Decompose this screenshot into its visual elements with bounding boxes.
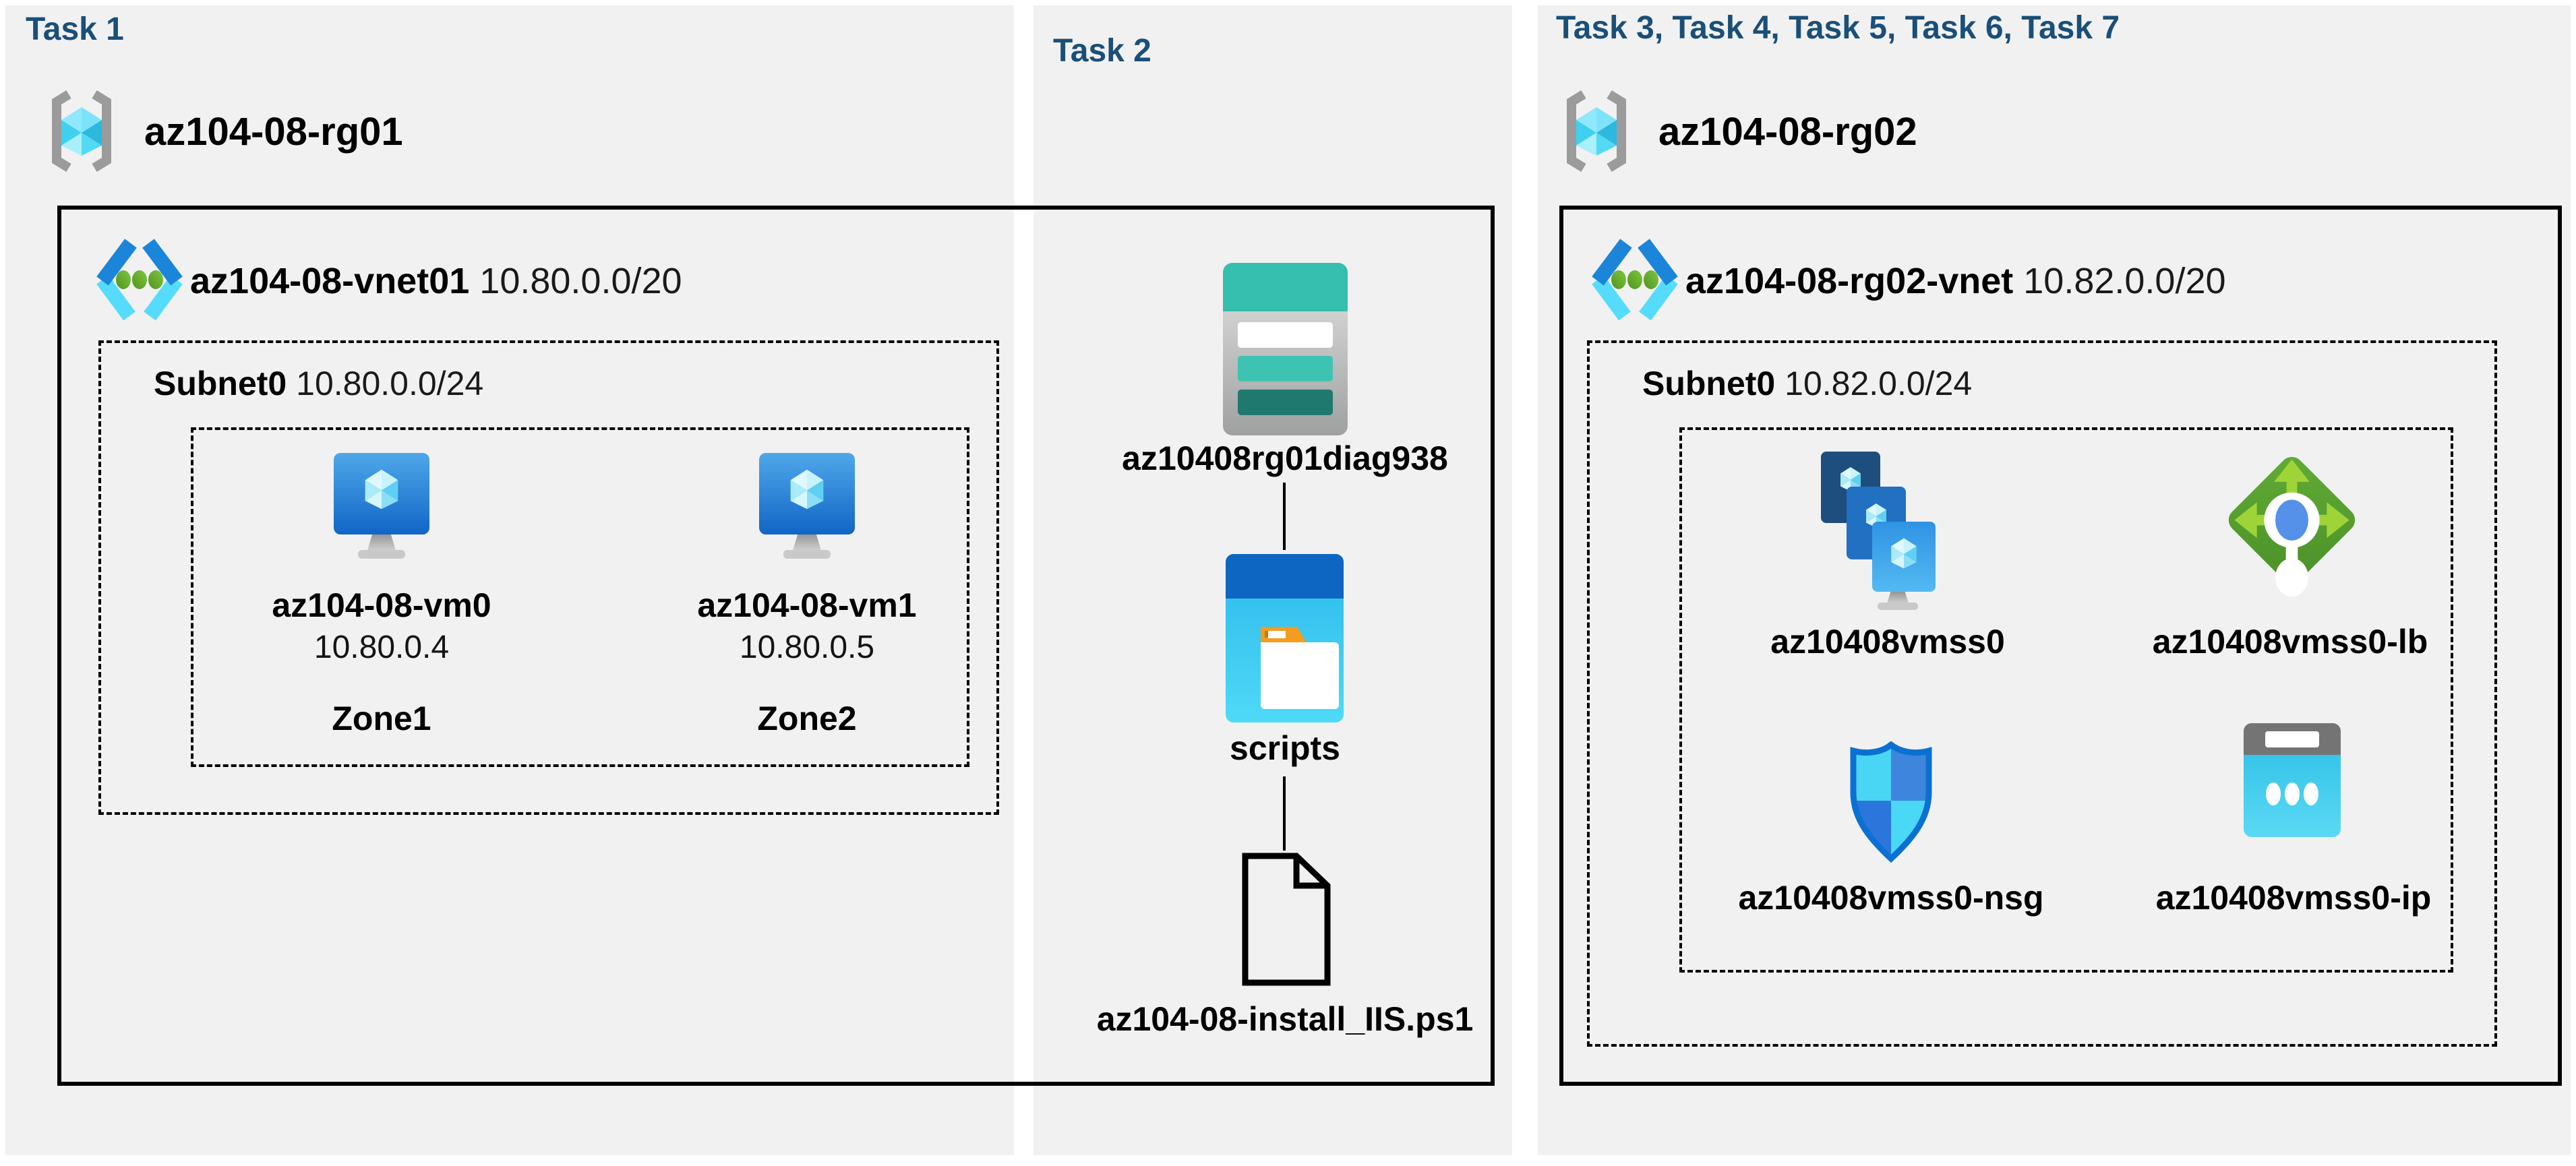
subnet-label: Subnet0 10.82.0.0/24 <box>1642 364 1972 403</box>
vm-zone: Zone2 <box>757 700 857 737</box>
task1-title: Task 1 <box>26 11 124 47</box>
storage-account-name: az10408rg01diag938 <box>1122 439 1448 477</box>
resource-group-name: az104-08-rg01 <box>144 110 403 154</box>
resource-group-icon <box>1559 89 1634 173</box>
rg01-boundary-box <box>57 206 1495 1086</box>
connector-line <box>1283 483 1286 550</box>
vnet-label: az104-08-vnet01 10.80.0.0/20 <box>190 260 682 302</box>
vm-name: az104-08-vm1 <box>697 586 917 624</box>
load-balancer-name: az10408vmss0-lb <box>2152 623 2428 661</box>
folder-name: scripts <box>1230 729 1340 767</box>
vm-ip: 10.80.0.4 <box>313 630 450 665</box>
task3-7-title: Task 3, Task 4, Task 5, Task 6, Task 7 <box>1556 10 2120 46</box>
storage-account-icon <box>1223 263 1348 435</box>
vm-group-box <box>191 427 969 767</box>
vm-name: az104-08-vm0 <box>272 586 491 624</box>
vnet-label: az104-08-rg02-vnet 10.82.0.0/20 <box>1685 260 2226 302</box>
task2-title: Task 2 <box>1053 33 1151 69</box>
resource-group-name: az104-08-rg02 <box>1658 110 1917 154</box>
vnet-name: az104-08-vnet01 <box>190 261 470 301</box>
subnet-box <box>98 340 999 815</box>
subnet-label: Subnet0 10.80.0.0/24 <box>154 364 483 403</box>
task1-panel <box>5 5 1014 1155</box>
scripts-folder-icon <box>1226 554 1344 723</box>
resource-group-icon <box>44 89 119 173</box>
vnet-cidr: 10.82.0.0/20 <box>2023 261 2226 301</box>
vnet-name: az104-08-rg02-vnet <box>1685 261 2014 301</box>
virtual-network-icon <box>1584 229 1685 330</box>
load-balancer-icon <box>2216 442 2368 607</box>
network-security-group-icon <box>1847 741 1935 863</box>
virtual-machine-icon <box>331 452 432 559</box>
script-file-icon <box>1238 852 1333 987</box>
task3-7-panel <box>1538 5 2571 1155</box>
vmss-group-box <box>1679 427 2453 973</box>
vnet-cidr: 10.80.0.0/20 <box>479 261 682 301</box>
public-ip-name: az10408vmss0-ip <box>2155 879 2432 917</box>
nsg-name: az10408vmss0-nsg <box>1738 879 2044 917</box>
connector-line <box>1283 776 1286 851</box>
virtual-machine-icon <box>756 452 858 559</box>
vm-zone: Zone1 <box>332 700 431 737</box>
subnet-box <box>1587 340 2497 1047</box>
subnet-cidr: 10.80.0.0/24 <box>296 365 484 402</box>
subnet-name: Subnet0 <box>154 365 287 402</box>
public-ip-icon <box>2242 721 2343 839</box>
vm-ip: 10.80.0.5 <box>739 630 875 665</box>
vmss-name: az10408vmss0 <box>1770 623 2005 661</box>
vm-scale-set-icon <box>1816 450 1950 612</box>
rg02-boundary-box <box>1559 206 2562 1086</box>
subnet-name: Subnet0 <box>1642 365 1776 402</box>
virtual-network-icon <box>89 229 190 330</box>
script-file-name: az104-08-install_IIS.ps1 <box>1096 1000 1474 1038</box>
subnet-cidr: 10.82.0.0/24 <box>1785 365 1973 402</box>
